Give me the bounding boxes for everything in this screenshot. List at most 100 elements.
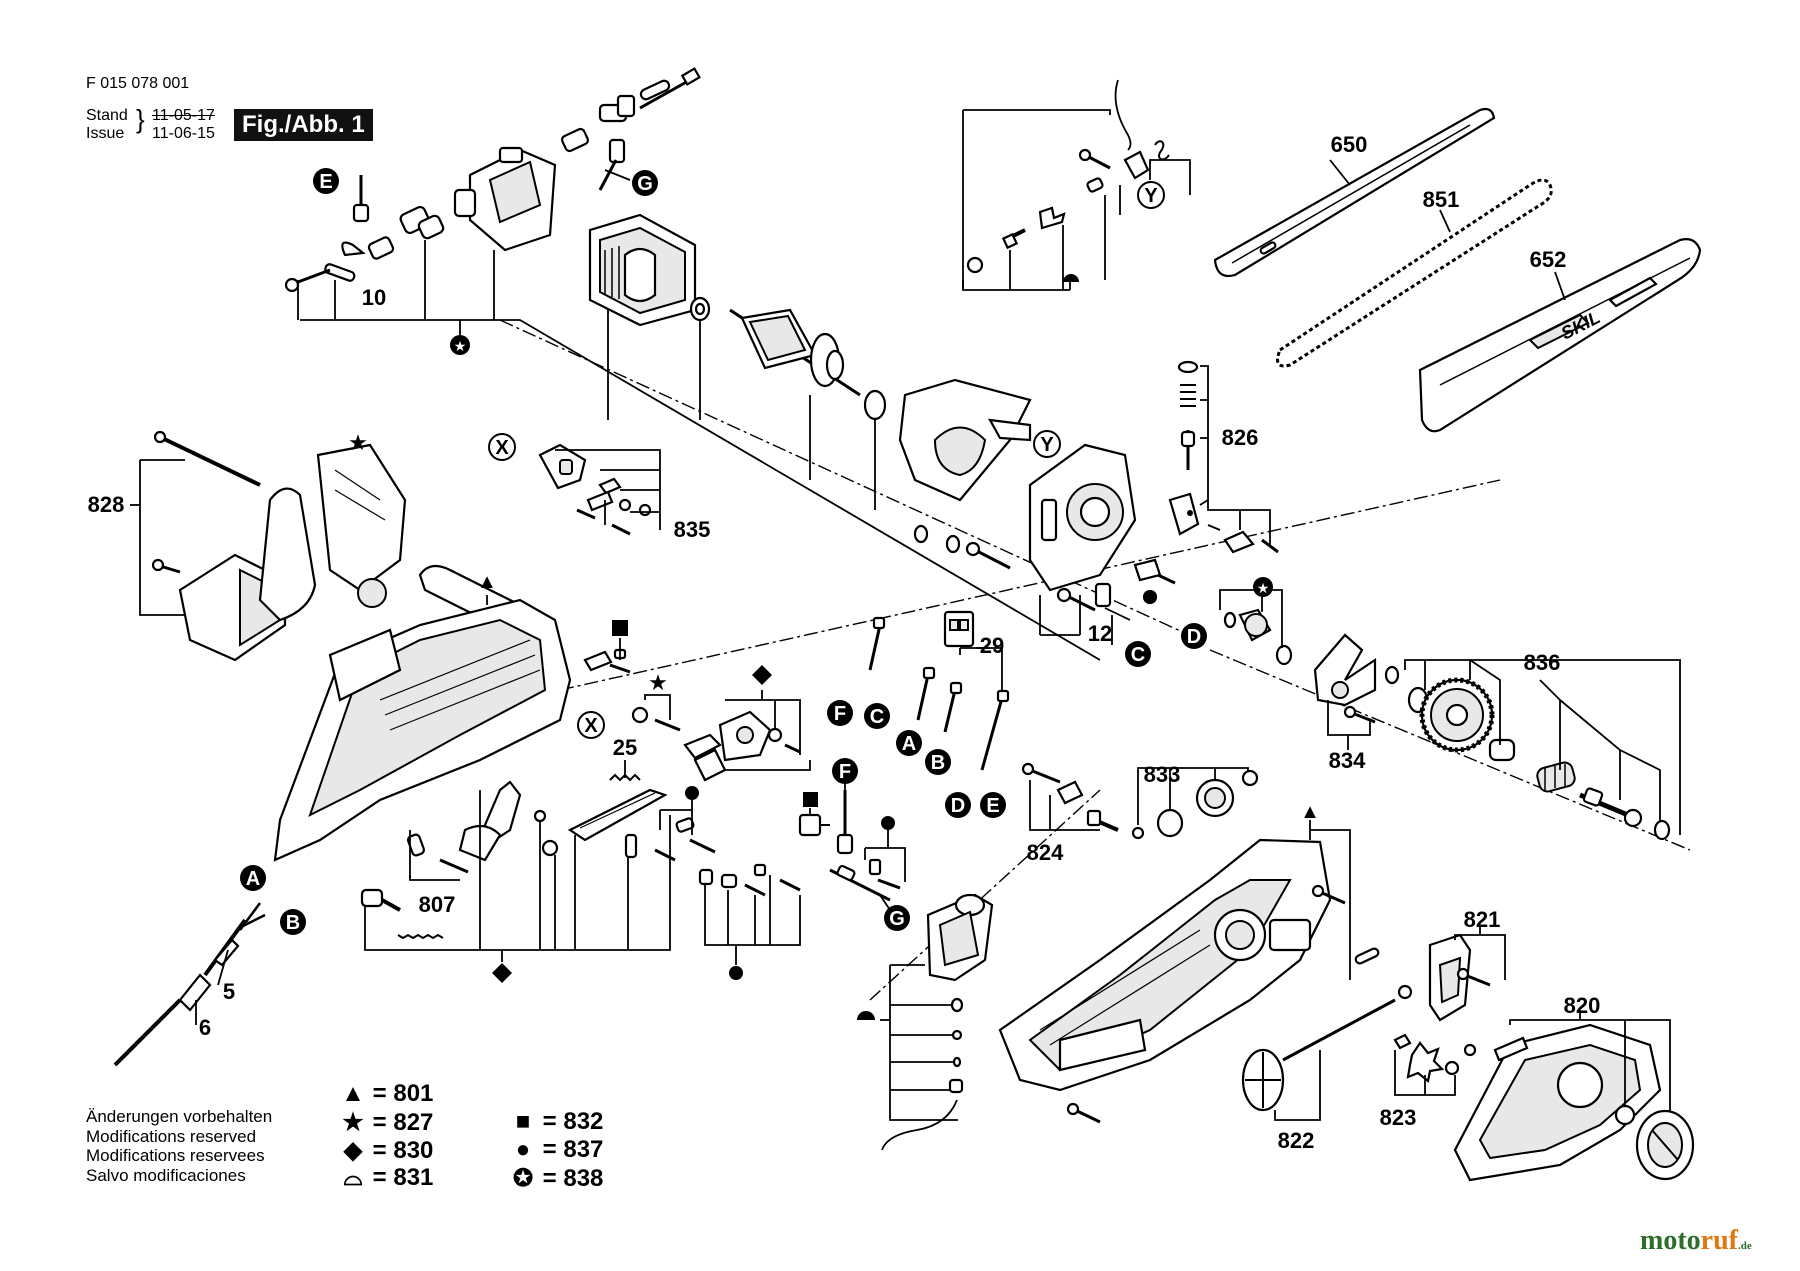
- sprocket-cover-part: [1453, 1023, 1662, 1182]
- leader-line: [1199, 499, 1209, 506]
- seal-part: [1156, 808, 1184, 838]
- gear-housing-part: [1028, 443, 1137, 592]
- leader-line: [1137, 767, 1249, 825]
- leader-line: [1309, 829, 1351, 980]
- part-number-833: 833: [1144, 762, 1181, 787]
- leader-line: [1539, 679, 1561, 770]
- spring-part: [1154, 140, 1170, 161]
- screw-part: [877, 878, 901, 890]
- filter-part: [948, 1078, 964, 1094]
- washer-part: [1275, 644, 1293, 666]
- wire-part: [943, 681, 963, 733]
- pin-part: [1131, 826, 1145, 840]
- star-icon: ★: [348, 430, 368, 455]
- svg-text:D: D: [951, 795, 965, 817]
- square-icon: [612, 620, 628, 636]
- leader-line: [889, 965, 958, 1121]
- clutch-part: [1488, 738, 1516, 762]
- leader-line: [960, 647, 1003, 690]
- screw-part: [654, 848, 676, 862]
- triangle-icon: ▲: [477, 571, 497, 593]
- screw-part: [1343, 705, 1376, 724]
- brake-lever-part: [1313, 633, 1377, 707]
- leader-line: [604, 169, 631, 181]
- axis-line: [559, 479, 1501, 691]
- spring-part: [397, 933, 444, 940]
- valve-part: [1123, 150, 1150, 180]
- part-number-820: 820: [1564, 993, 1601, 1018]
- svg-text:A: A: [246, 868, 260, 890]
- ref-circle-c: C: [864, 703, 890, 729]
- legend-item-832: ■ = 832: [510, 1108, 604, 1136]
- leader-line: [1509, 1019, 1671, 1112]
- square-icon: [803, 792, 818, 807]
- clip-part: [753, 863, 767, 877]
- part-number-835: 835: [674, 517, 711, 542]
- svg-text:★: ★: [454, 338, 467, 354]
- clip-part: [341, 241, 366, 257]
- star-icon: ★: [342, 1109, 364, 1136]
- saw-chain-part: [1276, 178, 1553, 368]
- right-housing-part: [998, 838, 1332, 1092]
- half-disc-icon: [1063, 274, 1079, 282]
- part-number-851: 851: [1423, 187, 1460, 212]
- screw-part: [1056, 587, 1096, 612]
- leader-line: [364, 815, 671, 951]
- stator-part: [588, 213, 697, 327]
- main-gear-part: [1419, 677, 1495, 753]
- terminal-part: [598, 138, 626, 191]
- part-number-807: 807: [419, 892, 456, 917]
- note-en: Modifications reserved: [86, 1126, 257, 1146]
- stand-label: Stand: [86, 107, 128, 124]
- note-es: Salvo modificaciones: [86, 1165, 246, 1185]
- sleeve-part: [367, 236, 395, 260]
- seal-part: [950, 997, 964, 1013]
- ref-circle-c: C: [1125, 641, 1151, 667]
- nut-part: [1444, 1060, 1460, 1076]
- ref-circle-a: A: [896, 730, 922, 756]
- screw-part: [965, 541, 1011, 570]
- tensioner-screw-part: [1282, 998, 1396, 1062]
- part-number-12: 12: [1088, 621, 1112, 646]
- svg-text:X: X: [495, 437, 509, 459]
- star-knob-part: [1406, 1041, 1445, 1083]
- leader-line: [879, 894, 891, 911]
- oil-hose-part: [881, 1099, 958, 1151]
- screw-part: [1157, 573, 1176, 585]
- part-number-836: 836: [1524, 650, 1561, 675]
- note-de: Änderungen vorbehalten: [86, 1107, 273, 1126]
- terminal-part: [624, 833, 638, 859]
- bearing-part: [1195, 778, 1235, 818]
- dot-icon: [1143, 590, 1157, 604]
- part-number-826: 826: [1222, 425, 1259, 450]
- screw-part: [1456, 967, 1491, 987]
- ref-circle-f: F: [832, 758, 858, 784]
- wire-part: [836, 790, 854, 855]
- svg-text:★: ★: [1257, 580, 1270, 596]
- clip-part: [868, 858, 882, 876]
- part-number-834: 834: [1329, 748, 1366, 773]
- leader-line: [644, 694, 671, 720]
- ref-circle-a: A: [240, 865, 266, 891]
- washer-hole: [694, 302, 706, 316]
- leader-line: [1149, 159, 1191, 195]
- ref-circle-d: D: [1181, 623, 1207, 649]
- washer-part: [1384, 665, 1400, 685]
- screw-part: [611, 523, 631, 536]
- leader-line: [1274, 1050, 1321, 1121]
- spring-part: [1536, 761, 1576, 793]
- nut-part: [966, 256, 984, 274]
- star-icon: ★: [648, 670, 668, 695]
- bolt-part: [1001, 228, 1026, 250]
- axis-line: [499, 319, 1201, 641]
- part-number-6: 6: [199, 1015, 211, 1040]
- pinion-part: [1238, 608, 1272, 642]
- washer-part: [913, 524, 929, 544]
- ref-circle-y: Y: [1137, 181, 1165, 209]
- oil-hose-part: [1114, 79, 1132, 151]
- ref-circle-e: E: [313, 168, 339, 194]
- svg-text:E: E: [986, 795, 999, 817]
- trigger-part: [458, 780, 522, 862]
- leader-line: [300, 319, 1101, 661]
- stand-date: 11-05-17: [152, 107, 215, 124]
